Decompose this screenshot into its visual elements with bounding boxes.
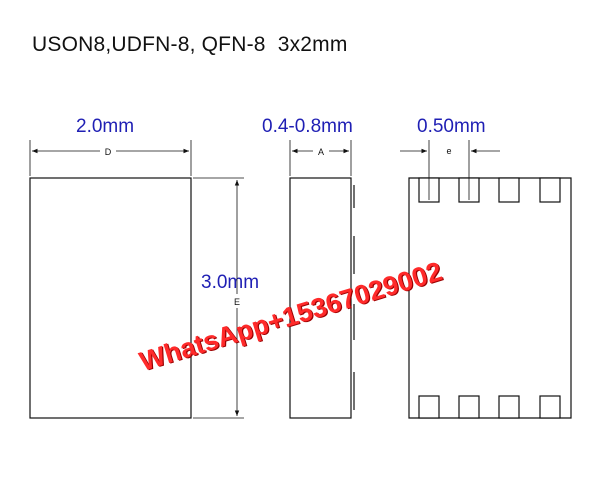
thickness-dimension-label: 0.4-0.8mm <box>262 116 353 137</box>
pad <box>418 395 440 419</box>
side-view: A <box>289 140 355 419</box>
pad <box>539 395 561 419</box>
bottom-view-outline <box>408 177 572 419</box>
thickness-symbol: A <box>318 147 324 157</box>
pad <box>539 177 561 203</box>
pad <box>498 395 520 419</box>
width-symbol: D <box>105 147 112 157</box>
side-view-outline <box>289 177 352 419</box>
bottom-view: e <box>400 140 572 419</box>
pitch-dimension-label: 0.50mm <box>417 116 486 137</box>
pitch-symbol: e <box>446 146 451 156</box>
top-view-outline <box>29 177 192 419</box>
pad <box>498 177 520 203</box>
length-dimension-label: 3.0mm <box>201 272 260 293</box>
width-dimension-label: 2.0mm <box>76 116 135 137</box>
top-view: D E <box>29 140 245 419</box>
diagram-title: USON8,UDFN-8, QFN-8 3x2mm <box>32 33 348 56</box>
length-symbol: E <box>234 297 240 307</box>
pad <box>458 395 480 419</box>
